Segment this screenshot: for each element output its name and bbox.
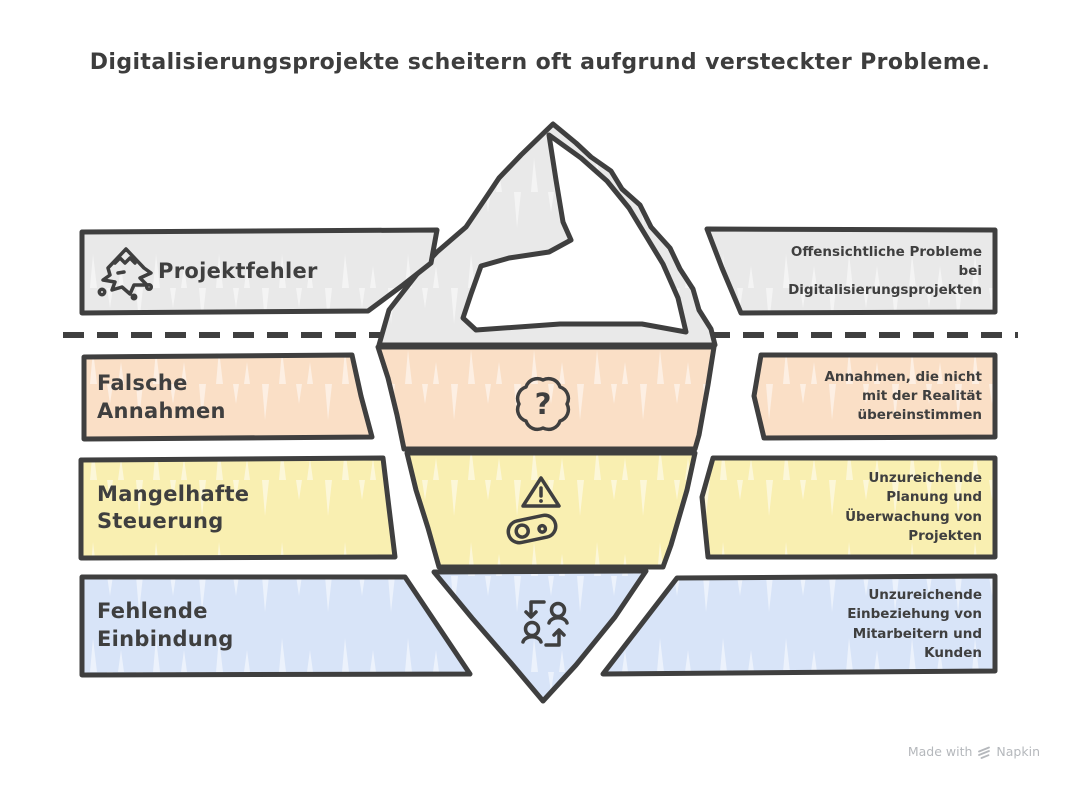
row-projektfehler-desc: Offensichtliche Probleme bei Digitalisie… <box>788 243 982 299</box>
row-mangelhafte-steuerung-desc: Unzureichende Planung und Überwachung vo… <box>845 470 982 544</box>
iceberg-icon <box>97 247 154 301</box>
row-falsche-annahmen-label: Falsche Annahmen <box>97 371 226 423</box>
page-title: Digitalisierungsprojekte scheitern oft a… <box>89 50 991 75</box>
row-mangelhafte-steuerung-label: Mangelhafte Steuerung <box>97 481 250 533</box>
row-projektfehler-label: Projektfehler <box>158 259 318 284</box>
row-fehlende-einbindung-label: Fehlende Einbindung <box>97 599 234 651</box>
row-fehlende-einbindung-desc: Unzureichende Einbeziehung von Mitarbeit… <box>847 587 982 661</box>
napkin-logo-icon <box>978 746 991 759</box>
made-with-napkin: Made with Napkin <box>908 744 1040 759</box>
made-with-text: Made with <box>907 744 973 759</box>
warning-process-icon <box>506 476 561 545</box>
brand-text: Napkin <box>996 744 1040 759</box>
question-mark-glyph: ? <box>535 387 552 421</box>
people-exchange-icon <box>521 600 569 647</box>
question-cloud-icon: ? <box>515 376 571 432</box>
row-falsche-annahmen-desc: Annahmen, die nicht mit der Realität übe… <box>824 368 982 424</box>
